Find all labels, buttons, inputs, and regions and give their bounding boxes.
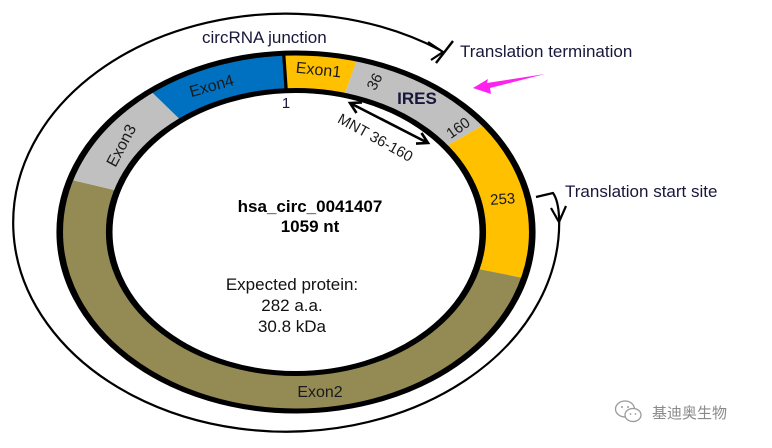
junction-label: circRNA junction	[202, 28, 327, 47]
segment-exon1-b	[444, 123, 534, 279]
segment-exon2	[58, 179, 526, 413]
ires-pointer-arrow-icon	[473, 74, 545, 94]
circ-length: 1059 nt	[281, 217, 340, 236]
position-1: 1	[282, 95, 290, 112]
termination-stop-bar	[435, 40, 454, 64]
start-site-arrowhead-icon	[550, 205, 568, 225]
protein-aa: 282 a.a.	[261, 296, 322, 315]
mnt-arrowhead-right-icon	[415, 132, 431, 145]
watermark: 基迪奥生物	[614, 398, 727, 426]
position-36: 36	[364, 71, 387, 94]
position-253: 253	[490, 190, 516, 209]
start-site-label: Translation start site	[565, 182, 717, 201]
translation-arc	[12, 12, 561, 433]
exon1-label: Exon1	[295, 60, 342, 82]
termination-label: Translation termination	[460, 42, 632, 61]
exon2-label: Exon2	[297, 384, 342, 401]
mnt-arrow-line	[349, 101, 429, 145]
segment-exon3	[68, 90, 182, 192]
segment-exon1-a	[283, 51, 358, 96]
junction-line	[281, 52, 288, 92]
ires-label: IRES	[397, 89, 437, 108]
segment-ires	[343, 58, 486, 148]
start-site-hook	[535, 191, 561, 217]
watermark-text: 基迪奥生物	[652, 403, 728, 422]
wechat-icon	[614, 400, 642, 423]
ring-outer-border	[56, 50, 536, 414]
protein-label: Expected protein:	[226, 275, 358, 294]
circrna-ring	[56, 50, 536, 414]
segment-exon4	[149, 52, 287, 122]
circ-id: hsa_circ_0041407	[238, 197, 383, 216]
mnt-arrowhead-left-icon	[347, 101, 363, 114]
protein-kda: 30.8 kDa	[258, 317, 327, 336]
ring-inner-border	[105, 88, 487, 376]
